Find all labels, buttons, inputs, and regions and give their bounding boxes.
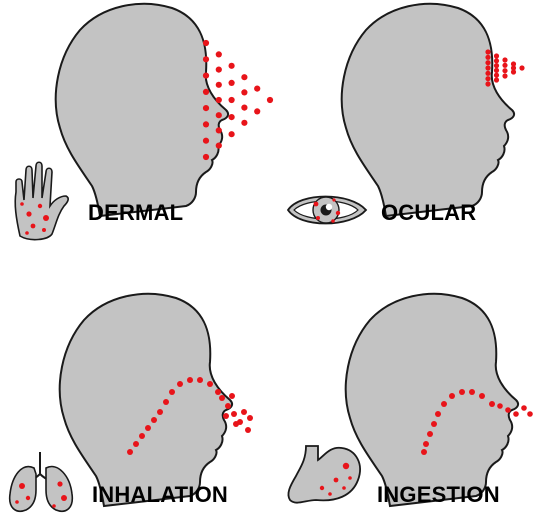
particle-dot xyxy=(241,89,247,95)
particle-dot xyxy=(245,427,251,433)
dermal-head xyxy=(56,4,228,216)
particle-dot xyxy=(139,433,145,439)
particle-dot xyxy=(233,421,239,427)
particle-dot xyxy=(127,449,133,455)
particle-dot xyxy=(505,407,511,413)
particle-dot xyxy=(231,411,237,417)
particle-dot xyxy=(203,105,209,111)
particle-dot xyxy=(225,403,231,409)
particle-dot xyxy=(494,73,499,78)
inhalation-head xyxy=(60,294,232,506)
particle-dot xyxy=(421,449,427,455)
particle-dot xyxy=(157,409,163,415)
inhalation-label: INHALATION xyxy=(92,482,228,508)
particle-dot xyxy=(485,55,490,60)
particle-dot xyxy=(502,68,507,73)
particle-dot xyxy=(267,97,273,103)
particle-dot xyxy=(247,415,253,421)
particle-dot xyxy=(519,65,524,70)
particle-dot xyxy=(449,393,455,399)
particle-dot xyxy=(241,74,247,80)
particle-dot xyxy=(241,120,247,126)
particle-dot xyxy=(229,131,235,137)
particle-dot xyxy=(187,377,193,383)
particle-dot xyxy=(229,63,235,69)
particle-dot xyxy=(431,421,437,427)
particle-dot xyxy=(527,411,533,417)
particle-dot xyxy=(203,154,209,160)
particle-dot xyxy=(489,401,495,407)
lungs-icon xyxy=(10,452,73,511)
particle-dot xyxy=(485,71,490,76)
particle-dot xyxy=(216,112,222,118)
particle-dot xyxy=(216,127,222,133)
particle-dot xyxy=(494,58,499,63)
particle-dot xyxy=(151,417,157,423)
particle-dot xyxy=(494,68,499,73)
particle-dot xyxy=(216,67,222,73)
particle-dot xyxy=(203,121,209,127)
particle-dot xyxy=(197,377,203,383)
particle-dot xyxy=(513,411,519,417)
particle-dot xyxy=(229,114,235,120)
particle-dot xyxy=(169,389,175,395)
particle-dot xyxy=(177,381,183,387)
particle-dot xyxy=(229,80,235,86)
particle-dot xyxy=(494,63,499,68)
eye-icon xyxy=(288,197,366,224)
hand-icon xyxy=(15,162,68,239)
particle-dot xyxy=(216,82,222,88)
particle-dot xyxy=(215,389,221,395)
particle-dot xyxy=(241,105,247,111)
particle-dot xyxy=(203,40,209,46)
particle-dot xyxy=(485,81,490,86)
particle-dot xyxy=(494,53,499,58)
particle-dot xyxy=(203,138,209,144)
particle-dot xyxy=(502,57,507,62)
particle-dot xyxy=(163,399,169,405)
stomach-icon xyxy=(288,446,360,503)
particle-dot xyxy=(423,441,429,447)
particle-dot xyxy=(229,393,235,399)
particle-dot xyxy=(521,405,527,411)
particle-dot xyxy=(207,381,213,387)
particle-dot xyxy=(203,56,209,62)
particle-dot xyxy=(427,431,433,437)
particle-dot xyxy=(133,441,139,447)
particle-dot xyxy=(485,60,490,65)
particle-dot xyxy=(435,411,441,417)
particle-dot xyxy=(485,65,490,70)
particle-dot xyxy=(485,49,490,54)
ocular-label: OCULAR xyxy=(381,200,476,226)
particle-dot xyxy=(254,108,260,114)
particle-dot xyxy=(494,77,499,82)
particle-dot xyxy=(216,97,222,103)
ocular-head xyxy=(342,4,514,216)
particle-dot xyxy=(511,69,516,74)
particle-dot xyxy=(485,76,490,81)
particle-dot xyxy=(216,143,222,149)
particle-dot xyxy=(203,89,209,95)
particle-dot xyxy=(241,409,247,415)
particle-dot xyxy=(479,393,485,399)
dermal-label: DERMAL xyxy=(88,200,183,226)
particle-dot xyxy=(502,63,507,68)
particle-dot xyxy=(203,73,209,79)
particle-dot xyxy=(469,389,475,395)
particle-dot xyxy=(219,395,225,401)
particle-dot xyxy=(459,389,465,395)
particle-dot xyxy=(223,413,229,419)
particle-dot xyxy=(497,403,503,409)
particle-dot xyxy=(229,97,235,103)
particle-dot xyxy=(145,425,151,431)
ingestion-label: INGESTION xyxy=(377,482,500,508)
particle-dot xyxy=(441,401,447,407)
ingestion-head xyxy=(346,294,518,506)
particle-dot xyxy=(216,51,222,57)
particle-dot xyxy=(502,73,507,78)
particle-dot xyxy=(254,86,260,92)
